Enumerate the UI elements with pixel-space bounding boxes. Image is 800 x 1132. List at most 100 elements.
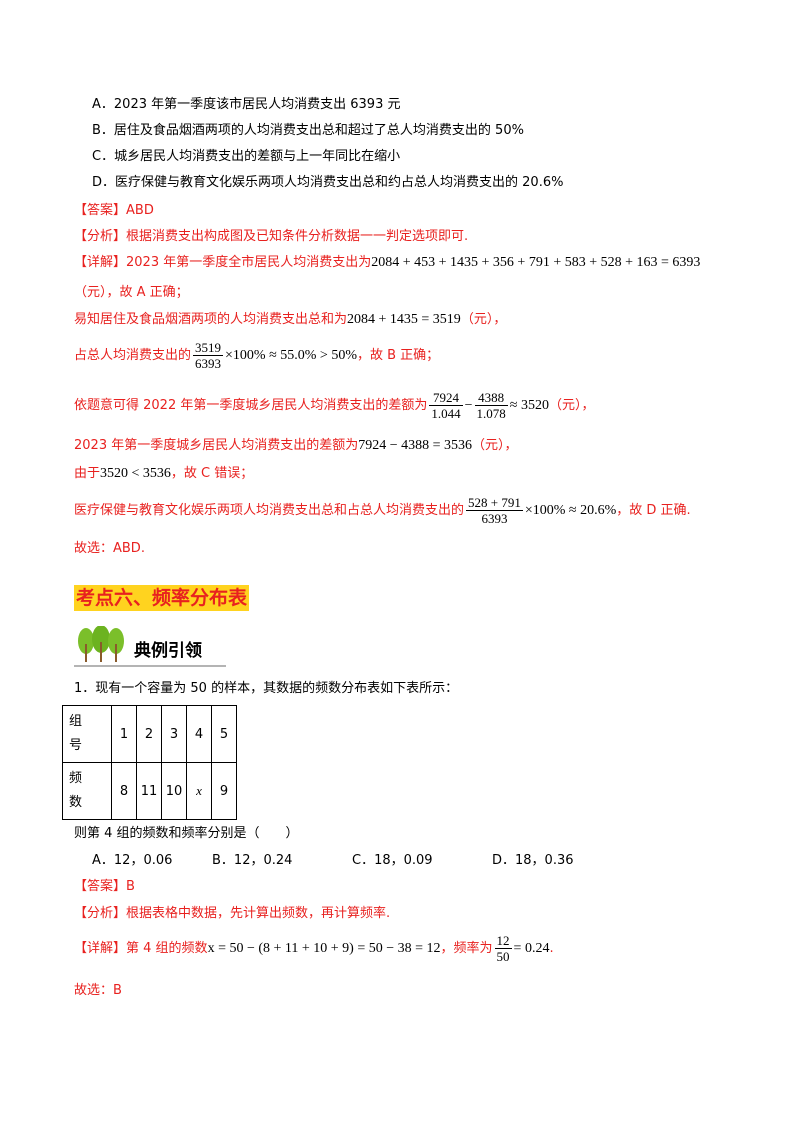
formula-total: 2084 + 453 + 1435 + 356 + 791 + 583 + 52…	[371, 255, 701, 270]
detail-tag: 【详解】	[74, 941, 127, 956]
detail-tail: （元），	[460, 312, 507, 327]
fraction-numerator: 3519	[193, 340, 224, 356]
table-row: 组号 1 2 3 4 5	[62, 705, 237, 763]
detail-line-6: 2023 年第一季度城乡居民人均消费支出的差额为7924 − 4388 = 35…	[74, 436, 518, 456]
option-text: 居住及食品烟酒两项的人均消费支出总和超过了总人均消费支出的 50%	[113, 123, 524, 138]
formula-ratio: ×100% ≈ 20.6%	[524, 503, 617, 518]
fraction-numerator: 12	[494, 933, 512, 949]
detail-text: 第 4 组的频数	[126, 941, 208, 956]
option-d: D．医疗保健与教育文化娱乐两项人均消费支出总和约占总人均消费支出的 20.6%	[92, 173, 563, 193]
analysis-line: 【分析】根据表格中数据，先计算出频数，再计算频率.	[74, 904, 390, 924]
table-cell: 2	[136, 705, 162, 763]
fraction-numerator: 4388	[474, 390, 508, 406]
detail-tail: ，故 C 错误；	[170, 466, 254, 481]
option-text: 医疗保健与教育文化娱乐两项人均消费支出总和约占总人均消费支出的 20.6%	[115, 175, 564, 190]
answer-value: B	[126, 879, 135, 894]
option-label: D．	[492, 853, 516, 868]
frequency-table: 组号 1 2 3 4 5 频数 8 11 10 x 9	[62, 705, 237, 820]
detail-line-2: （元），故 A 正确；	[74, 283, 189, 303]
tree-icon	[78, 625, 124, 662]
detail-line-7: 由于3520 < 3536，故 C 错误；	[74, 464, 253, 484]
detail-tail: （元），	[548, 398, 595, 413]
table-row: 频数 8 11 10 x 9	[62, 762, 237, 820]
question-text: 则第 4 组的频数和频率分别是（ ）	[74, 826, 299, 841]
detail-end: .	[549, 941, 554, 956]
option-label: B．	[212, 853, 234, 868]
detail-text: （元），故 A 正确；	[74, 285, 189, 300]
detail-text: 2023 年第一季度城乡居民人均消费支出的差额为	[74, 438, 359, 453]
option-text: 12，0.24	[233, 853, 293, 868]
option-c: C．城乡居民人均消费支出的差额与上一年同比在缩小	[92, 147, 400, 167]
header-char: 频	[69, 771, 83, 786]
option-a: A．12，0.06	[92, 851, 172, 871]
formula-result: = 0.24	[513, 941, 550, 956]
option-text: 12，0.06	[113, 853, 173, 868]
banner-title: 典例引领	[134, 640, 202, 661]
analysis-text: 根据消费支出构成图及已知条件分析数据一一判定选项即可.	[126, 229, 469, 244]
option-b: B．12，0.24	[212, 851, 292, 871]
table-cell: 5	[211, 705, 237, 763]
answer-line: 【答案】B	[74, 877, 135, 897]
detail-text: 占总人均消费支出的	[74, 348, 192, 363]
option-c: C．18，0.09	[352, 851, 433, 871]
table-cell: 10	[161, 762, 187, 820]
detail-text: 易知居住及食品烟酒两项的人均消费支出总和为	[74, 312, 348, 327]
conclusion-text: 故选：B	[74, 983, 122, 998]
table-cell: 8	[111, 762, 137, 820]
analysis-tag: 【分析】	[74, 229, 127, 244]
detail-text: 2023 年第一季度全市居民人均消费支出为	[126, 255, 372, 270]
answer-tag: 【答案】	[74, 203, 127, 218]
fraction-denominator: 1.044	[431, 406, 461, 421]
banner-graphic: 典例引领	[74, 625, 226, 668]
fraction-denominator: 6393	[481, 511, 508, 526]
table-cell: 9	[211, 762, 237, 820]
option-a: A．2023 年第一季度该市居民人均消费支出 6393 元	[92, 95, 400, 115]
detail-tail: ，故 B 正确；	[356, 348, 440, 363]
table-cell: 3	[161, 705, 187, 763]
detail-text: 依题意可得 2022 年第一季度城乡居民人均消费支出的差额为	[74, 398, 428, 413]
formula-compare: 3520 < 3536	[100, 466, 171, 481]
detail-text: 医疗保健与教育文化娱乐两项人均消费支出总和占总人均消费支出的	[74, 503, 465, 518]
detail-line-1: 【详解】2023 年第一季度全市居民人均消费支出为2084 + 453 + 14…	[74, 253, 700, 273]
fraction-numerator: 528 + 791	[466, 495, 523, 511]
question-stem: 1．现有一个容量为 50 的样本，其数据的频数分布表如下表所示：	[74, 679, 458, 699]
analysis-line: 【分析】根据消费支出构成图及已知条件分析数据一一判定选项即可.	[74, 227, 468, 247]
fraction-denominator: 6393	[195, 356, 222, 371]
detail-tail: ，故 D 正确.	[616, 503, 691, 518]
answer-value: ABD	[126, 203, 154, 218]
option-label: B．	[92, 123, 114, 138]
table-cell: 4	[186, 705, 212, 763]
analysis-tag: 【分析】	[74, 906, 127, 921]
answer-line: 【答案】ABD	[74, 201, 154, 221]
example-banner: 典例引领	[74, 625, 226, 668]
formula-approx: ≈ 3520	[509, 398, 549, 413]
option-label: C．	[352, 853, 375, 868]
header-char: 组	[69, 714, 83, 729]
option-label: A．	[92, 97, 114, 112]
minus-sign: −	[464, 398, 473, 413]
row-header-frequency: 频数	[62, 762, 112, 820]
option-text: 18，0.36	[515, 853, 574, 868]
option-label: D．	[92, 175, 116, 190]
detail-mid: ，频率为	[440, 941, 493, 956]
header-char: 号	[69, 738, 83, 753]
option-text: 2023 年第一季度该市居民人均消费支出 6393 元	[113, 97, 401, 112]
option-d: D．18，0.36	[492, 851, 574, 871]
conclusion-line: 故选：ABD.	[74, 539, 145, 559]
detail-line-3: 易知居住及食品烟酒两项的人均消费支出总和为2084 + 1435 = 3519（…	[74, 310, 506, 330]
table-cell: 1	[111, 705, 137, 763]
fraction-numerator: 7924	[429, 390, 463, 406]
detail-tag: 【详解】	[74, 255, 127, 270]
detail-text: 由于	[74, 466, 101, 481]
conclusion-text: 故选：ABD.	[74, 541, 145, 556]
analysis-text: 根据表格中数据，先计算出频数，再计算频率.	[126, 906, 391, 921]
detail-tail: （元），	[472, 438, 518, 453]
fraction-denominator: 50	[496, 949, 510, 964]
